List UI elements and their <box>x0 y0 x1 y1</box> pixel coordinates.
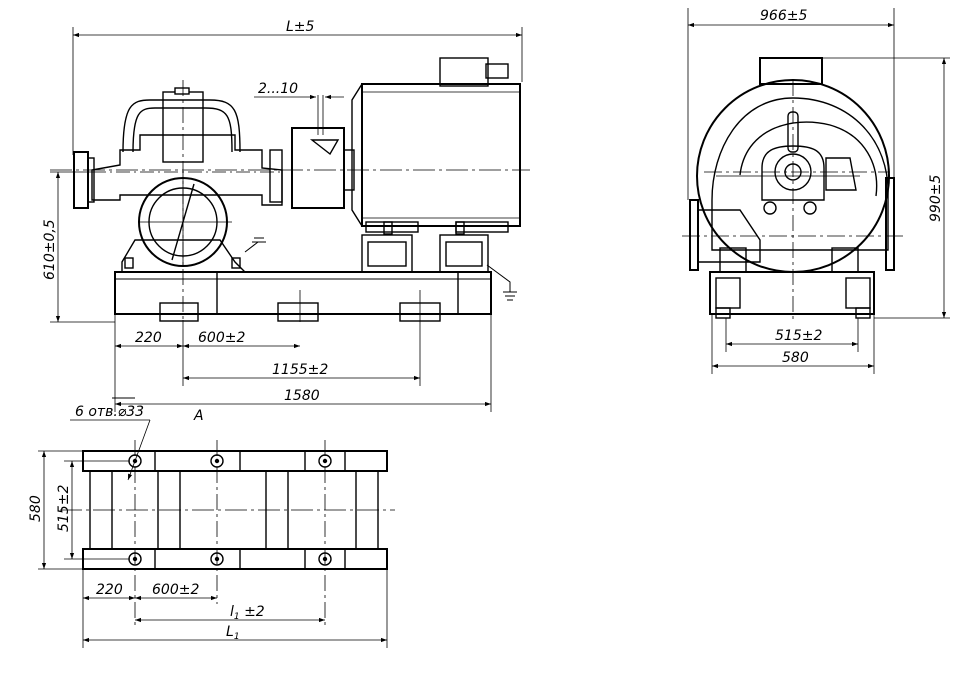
dim-1155-label: 1155±2 <box>272 362 328 378</box>
ground-symbol <box>486 264 517 301</box>
pump-casing <box>91 134 283 206</box>
dim-580-label: 580 <box>782 350 809 366</box>
dim-gap-label: 2...10 <box>258 81 298 97</box>
motor-terminal-box <box>439 57 489 87</box>
dim-580-label: 580 <box>28 495 44 522</box>
dim-515-label: 515±2 <box>56 485 72 532</box>
motor-body <box>361 83 521 227</box>
dim-600-label: 600±2 <box>198 330 245 346</box>
holes-note-label: 6 отв.⌀33 <box>75 404 144 420</box>
volute-outline <box>711 97 889 251</box>
dim-length-label: L±5 <box>286 19 315 35</box>
motor-base-block <box>439 234 489 273</box>
plan-view-dimension-labels: 6 отв.⌀33 580 515±2 220 600±2 l1 ±2 L1 <box>28 404 265 642</box>
bearing-housing <box>761 145 825 201</box>
motor-base-block <box>361 234 413 273</box>
pump-top-cover <box>122 99 241 153</box>
dim-height-label: 610±0,5 <box>42 219 58 280</box>
view-label-a: A <box>193 408 204 424</box>
dim-220-label: 220 <box>135 330 162 346</box>
base-frame <box>114 271 492 315</box>
dim-1580-label: 1580 <box>284 388 320 404</box>
end-left-flange <box>689 199 699 271</box>
dim-l1-label: L1 <box>226 624 240 642</box>
side-view <box>50 27 530 412</box>
end-right-flange <box>885 177 895 271</box>
end-terminal-box <box>759 57 823 85</box>
dim-515-label: 515±2 <box>775 328 822 344</box>
foot-pad <box>159 302 199 322</box>
side-view-dimension-labels: L±5 2...10 610±0,5 220 600±2 1155±2 1580… <box>42 19 328 424</box>
dim-l1-tol-label: l1 ±2 <box>230 604 265 622</box>
end-view <box>682 8 950 374</box>
end-base-frame <box>709 271 875 315</box>
dim-width-label: 966±5 <box>760 8 807 24</box>
dim-220-label: 220 <box>96 582 123 598</box>
foot-pad <box>277 302 319 322</box>
end-view-dimension-labels: 966±5 990±5 515±2 580 <box>760 8 944 366</box>
ground-symbol <box>244 237 266 253</box>
dim-600-label: 600±2 <box>152 582 199 598</box>
plan-view <box>38 419 395 648</box>
dim-height-label: 990±5 <box>928 175 944 222</box>
suction-flange <box>73 151 89 209</box>
pump-pedestal <box>121 239 247 273</box>
